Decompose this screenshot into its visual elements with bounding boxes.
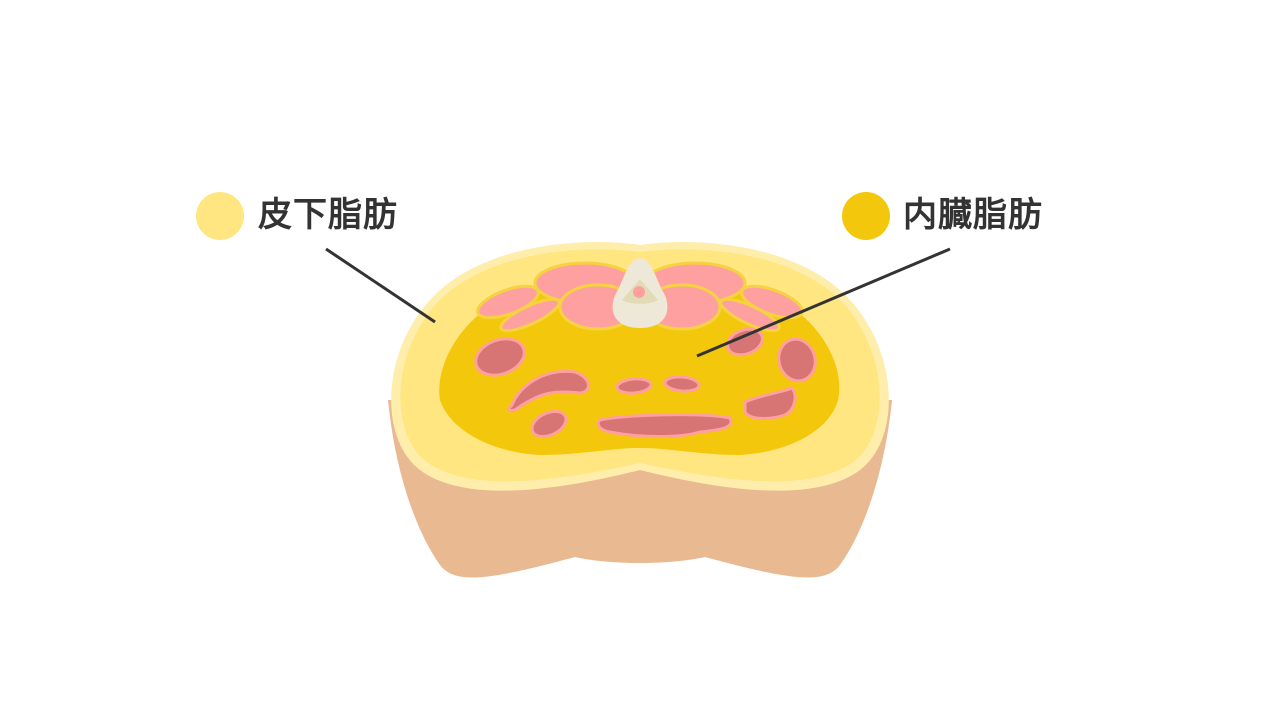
visceral-leader-line bbox=[696, 247, 951, 358]
visceral-fat-swatch bbox=[842, 192, 890, 240]
subcutaneous-fat-swatch bbox=[196, 192, 244, 240]
subcutaneous-leader-line bbox=[325, 247, 436, 324]
visceral-fat-label: 内臓脂肪 bbox=[903, 195, 1043, 235]
organs bbox=[474, 327, 817, 439]
spinal-cord bbox=[633, 286, 645, 298]
subcutaneous-fat-label: 皮下脂肪 bbox=[258, 195, 398, 235]
